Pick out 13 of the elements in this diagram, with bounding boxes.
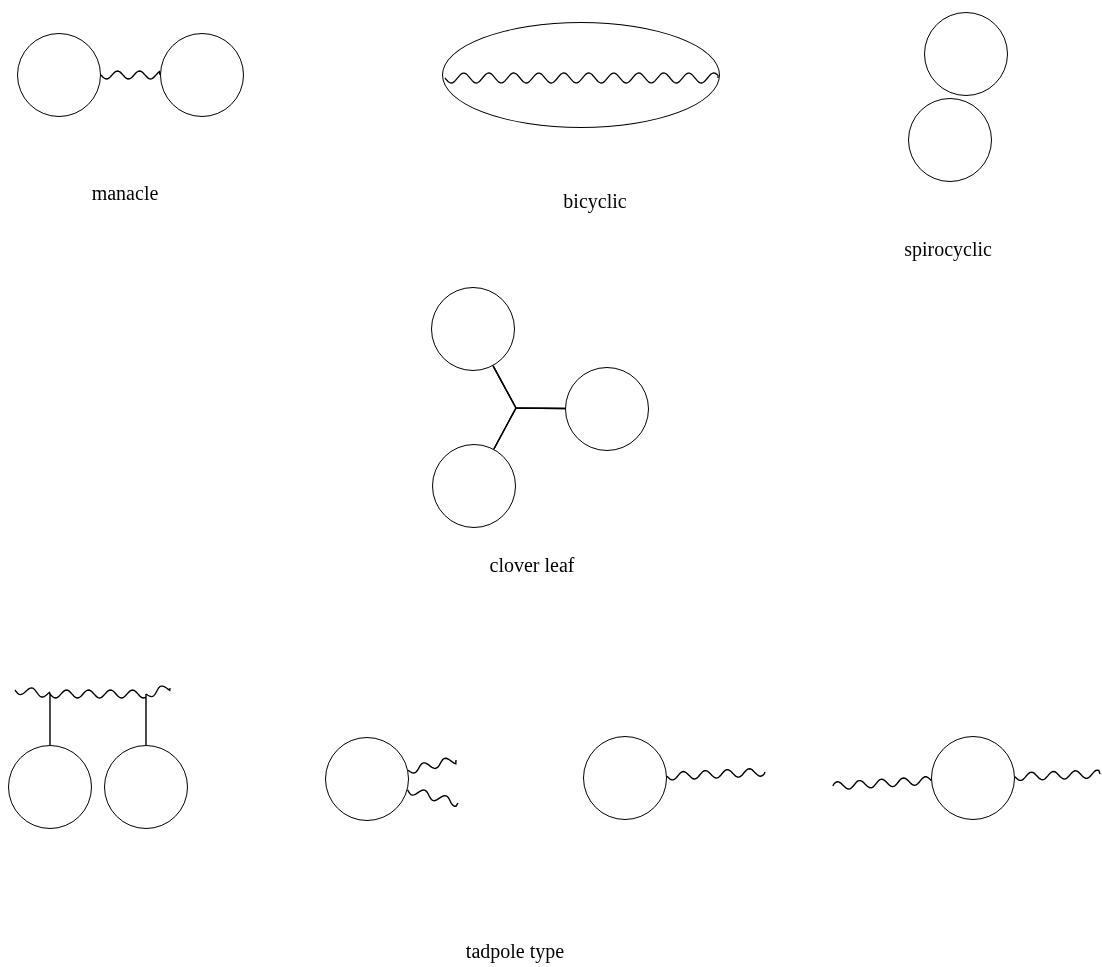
wavy-connector <box>49 689 147 746</box>
wavy-connector <box>832 776 932 790</box>
wavy-connector <box>406 789 459 807</box>
wavy-connector <box>407 757 457 774</box>
topology-label: manacle <box>91 182 159 205</box>
wavy-connector <box>666 768 766 781</box>
wavy-connector <box>100 70 161 80</box>
topology-label: tadpole type <box>465 940 565 963</box>
connector-line <box>493 407 566 450</box>
topology-label: clover leaf <box>489 554 575 577</box>
topology-label: spirocyclic <box>904 238 992 261</box>
wavy-connector <box>1014 769 1101 782</box>
topology-label: bicyclic <box>563 190 627 213</box>
